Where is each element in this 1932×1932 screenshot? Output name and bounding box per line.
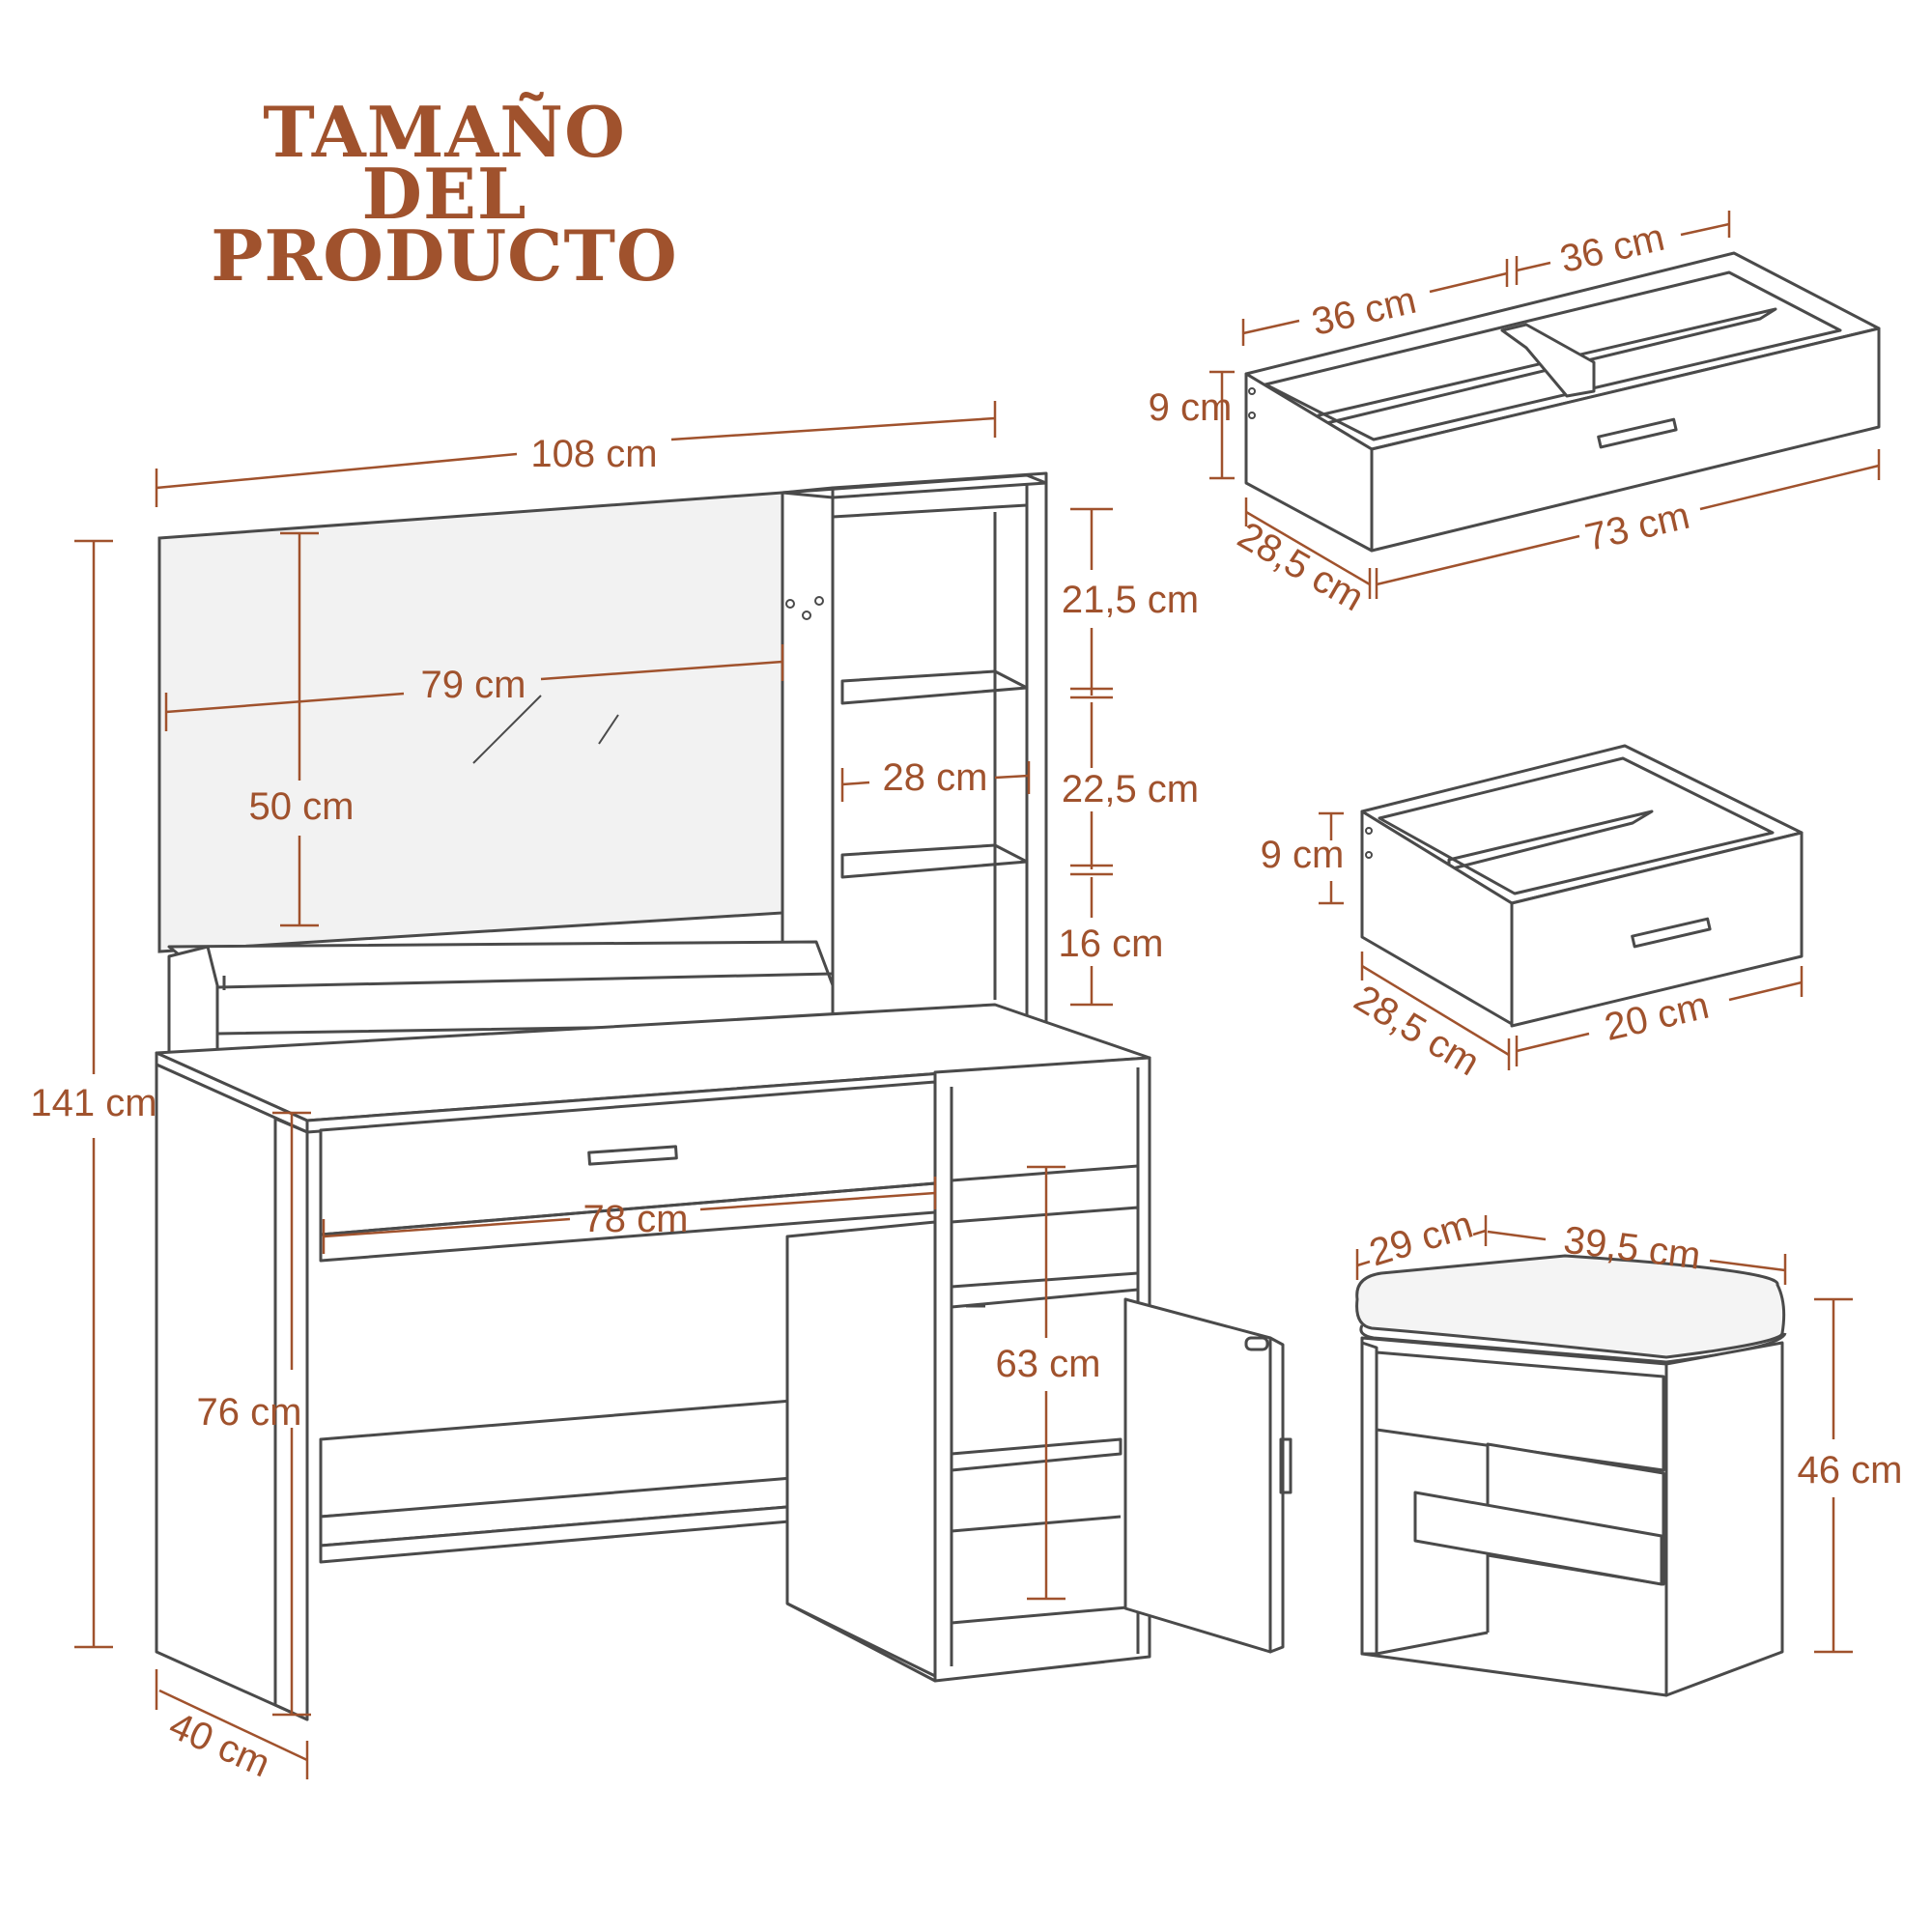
stool-cushion	[1355, 1254, 1786, 1359]
cabinet-door	[1123, 1297, 1272, 1654]
hook	[802, 611, 811, 620]
large-drawer-width-label: 73 cm	[1581, 495, 1693, 559]
drawer-screw	[1248, 412, 1256, 419]
small-drawer: 9 cm 28,5 cm 20 cm	[1261, 744, 1804, 1084]
tray-edge	[216, 972, 834, 989]
stool-depth-label: 29 cm	[1365, 1204, 1478, 1275]
middle-panel-bottom	[786, 1602, 936, 1678]
large-drawer: 36 cm 36 cm 9 cm 28,5 cm 73 cm	[1149, 211, 1881, 619]
cabinet-height-label: 63 cm	[996, 1343, 1101, 1385]
door-handle	[1279, 1437, 1293, 1494]
stool-height-label: 46 cm	[1798, 1449, 1903, 1492]
cabinet-bottom-shelf	[951, 1605, 1139, 1625]
cabinet-carcass	[933, 1056, 1151, 1683]
small-drawer-dimension-lines	[1319, 811, 1804, 1070]
middle-panel	[785, 1220, 937, 1683]
large-drawer-handle	[1597, 417, 1678, 449]
door-latch	[1244, 1336, 1269, 1351]
hook	[814, 596, 824, 606]
large-drawer-front	[1370, 327, 1881, 553]
vanity-depth-label: 40 cm	[163, 1704, 276, 1786]
drawer-screw	[1248, 387, 1256, 395]
cabinet-open-shelf	[950, 1206, 1140, 1289]
mirror-reflection-2	[598, 714, 619, 745]
vanity-dimension-lines	[74, 401, 1113, 1779]
knee-width-label: 78 cm	[583, 1198, 689, 1240]
large-drawer-compartment-right-label: 36 cm	[1556, 216, 1668, 281]
mirror-width-label: 79 cm	[421, 664, 526, 706]
page-title: TAMAÑO DEL PRODUCTO	[193, 91, 696, 297]
main-drawer-handle	[587, 1145, 678, 1166]
stool-right-side	[1664, 1341, 1784, 1697]
shelf-2-height-label: 22,5 cm	[1062, 768, 1199, 810]
tower-top-edge	[832, 503, 1028, 519]
small-drawer-handle	[1631, 917, 1712, 949]
mirror	[157, 491, 784, 953]
small-drawer-height-label: 9 cm	[1261, 834, 1345, 876]
tower-shelf-1	[840, 669, 1029, 705]
mirror-reflection	[472, 695, 542, 764]
vanity-height-label: 141 cm	[30, 1082, 156, 1124]
large-drawer-divider	[1500, 323, 1596, 398]
hook	[785, 599, 795, 609]
shelf-1-height-label: 21,5 cm	[1062, 579, 1199, 621]
shelf-3-height-label: 16 cm	[1059, 923, 1164, 965]
shelf-width-label: 28 cm	[883, 756, 988, 799]
tower-top	[781, 473, 1048, 499]
stool-front-rail	[1413, 1491, 1663, 1586]
title-line-2: PRODUCTO	[211, 214, 678, 297]
left-leg-front	[273, 1117, 309, 1721]
drawer-screw	[1365, 827, 1373, 835]
stool-dimension-lines	[1355, 1215, 1853, 1654]
drawer-screw	[1365, 851, 1373, 859]
mirror-height-label: 50 cm	[249, 785, 355, 828]
cabinet-inner-shelf	[950, 1437, 1122, 1472]
vanity-table: 108 cm 141 cm 40 cm 79 cm 50 cm 21,5 cm …	[30, 401, 1293, 1786]
stool-leg-bottom	[1376, 1631, 1489, 1656]
vanity-width-label: 108 cm	[530, 433, 657, 475]
cabinet-door-edge	[1268, 1336, 1285, 1654]
cabinet-divider	[951, 1164, 1139, 1182]
table-height-label: 76 cm	[197, 1391, 302, 1434]
stool-left-leg	[1360, 1341, 1378, 1656]
large-drawer-height-label: 9 cm	[1149, 386, 1233, 429]
stool: 29 cm 39,5 cm 46 cm	[1355, 1204, 1903, 1697]
cabinet-inner-back	[951, 1515, 1122, 1533]
title-line-1: TAMAÑO DEL	[263, 91, 626, 235]
tower-shelf-2	[840, 843, 1029, 879]
large-drawer-dimension-lines	[1209, 211, 1881, 599]
cabinet-shelf-edge	[951, 1288, 1139, 1309]
small-drawer-inner-rim	[1378, 756, 1775, 895]
